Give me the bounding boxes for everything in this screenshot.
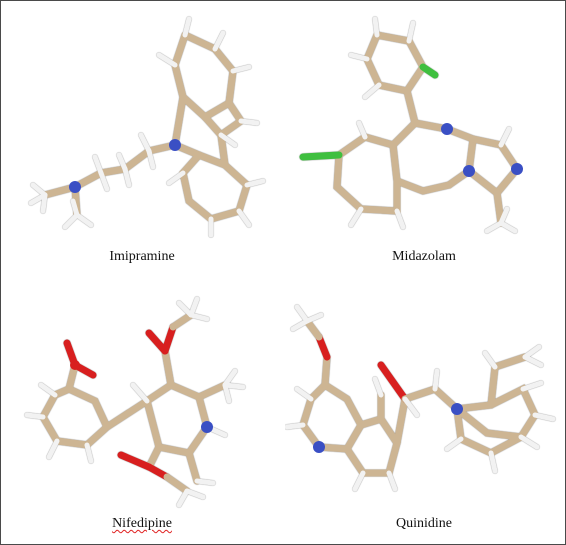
nifedipine-structure: [24, 296, 246, 508]
imipramine-structure: [28, 16, 266, 238]
imipramine-panel: Imipramine: [3, 5, 281, 273]
nifedipine-label: Nifedipine: [112, 516, 172, 531]
quinidine-structure: [285, 304, 556, 492]
midazolam-panel: Midazolam: [285, 5, 563, 273]
midazolam-label: Midazolam: [392, 249, 456, 264]
imipramine-label: Imipramine: [109, 249, 175, 264]
nifedipine-panel: Nifedipine: [3, 277, 281, 539]
quinidine-label: Quinidine: [396, 516, 452, 531]
quinidine-panel: Quinidine: [285, 277, 563, 539]
midazolam-structure: [299, 16, 523, 234]
